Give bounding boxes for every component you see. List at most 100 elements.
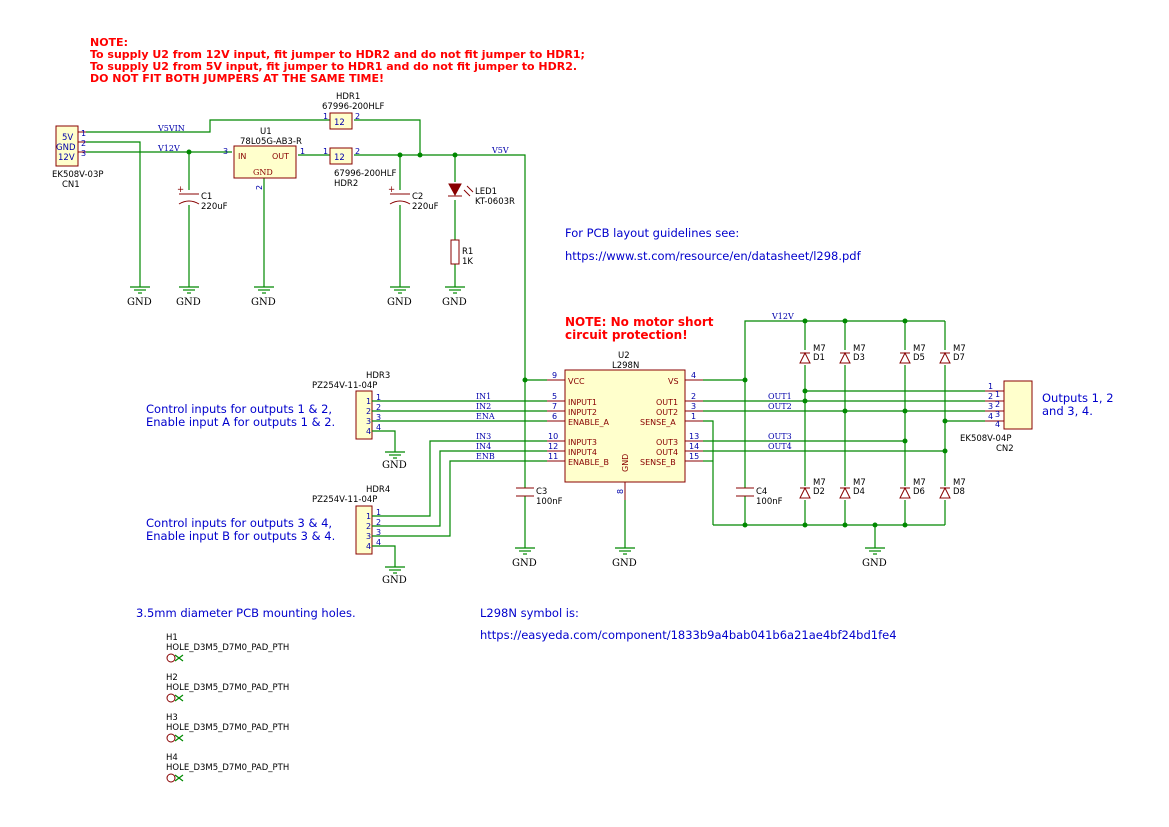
pin-number: 1 — [366, 397, 371, 406]
pin-number: 2 — [355, 112, 360, 121]
pin-number: 1 — [323, 112, 328, 121]
gnd-label: GND — [512, 558, 537, 569]
gnd-label: GND — [612, 558, 637, 569]
u2-pin-name: OUT1 — [656, 398, 678, 407]
hdr2-jumper: 12 1 2 67996-200HLF HDR2 — [323, 147, 396, 189]
cn1-connector: 5V GND 12V 1 2 3 EK508V-03P CN1 — [52, 125, 104, 190]
cn2-body — [1003, 380, 1033, 430]
diode-value: M7 — [813, 344, 826, 354]
pin-number: 7 — [552, 402, 557, 411]
outputs-comment: Outputs 1, 2 — [1042, 391, 1114, 405]
gnd-label: GND — [382, 460, 407, 471]
pin-number: 14 — [689, 442, 699, 451]
pin-number: 2 — [255, 185, 264, 190]
pin-number: 3 — [366, 532, 371, 541]
pin-number: 1 — [376, 393, 381, 402]
pin-number: 4 — [691, 371, 696, 380]
pin-number: 1 — [995, 390, 1000, 399]
hdr1-value: 67996-200HLF — [322, 102, 384, 112]
note-line: To supply U2 from 12V input, fit jumper … — [90, 48, 585, 61]
pin-number: 4 — [988, 412, 993, 421]
pin-number: 2 — [988, 392, 993, 401]
u2-pin-name: INPUT1 — [568, 398, 597, 407]
pin-number: 2 — [366, 522, 371, 531]
diode-ref: D5 — [913, 353, 925, 363]
gnd-label: GND — [251, 297, 276, 308]
cn2-value: EK508V-04P — [960, 434, 1012, 444]
pin-number: 1 — [988, 382, 993, 391]
c4-capacitor: C4 100nF — [736, 487, 783, 507]
diode-ref: D7 — [953, 353, 965, 363]
pin-number: 3 — [366, 417, 371, 426]
diode-value: M7 — [953, 344, 966, 354]
diode-ref: D6 — [913, 487, 925, 497]
u2-body — [564, 369, 686, 483]
diode-value: M7 — [853, 478, 866, 488]
diode-ref: D4 — [853, 487, 865, 497]
plus-sign: + — [388, 185, 395, 195]
net-label: V12V — [157, 144, 180, 153]
ctrl-a-comment: Control inputs for outputs 1 & 2, — [146, 402, 332, 416]
pin-number: 2 — [995, 400, 1000, 409]
net-label: ENA — [476, 412, 495, 421]
gnd-label: GND — [127, 297, 152, 308]
hole-value: HOLE_D3M5_D7M0_PAD_PTH — [166, 763, 289, 773]
u2-pin-name: INPUT2 — [568, 408, 597, 417]
hole-value: HOLE_D3M5_D7M0_PAD_PTH — [166, 683, 289, 693]
u1-regulator: IN OUT GND 3 1 2 U1 78L05G-AB3-R — [223, 127, 305, 190]
pin-number: 1 — [376, 508, 381, 517]
c1-ref: C1 — [201, 192, 212, 202]
wires-hdr3: GND — [372, 400, 547, 471]
r1-ref: R1 — [462, 247, 473, 257]
net-label: V5VIN — [157, 124, 185, 133]
hole-ref: H4 — [166, 753, 178, 763]
hdr1-body — [329, 112, 353, 130]
net-label: V12V — [771, 312, 794, 321]
hdr3-value: PZ254V-11-04P — [312, 381, 377, 391]
r1-value: 1K — [462, 257, 473, 267]
cn1-pin-label: 5V — [62, 133, 73, 143]
pin-number: 11 — [548, 452, 558, 461]
hole-ref: H2 — [166, 673, 178, 683]
diode-d6: M7 D6 — [899, 478, 926, 499]
r1-resistor: R1 1K — [450, 239, 473, 267]
hole-value: HOLE_D3M5_D7M0_PAD_PTH — [166, 723, 289, 733]
pcb-guide-url: https://www.st.com/resource/en/datasheet… — [565, 249, 862, 263]
wires-power — [86, 119, 547, 548]
ctrl-a-comment: Enable input A for outputs 1 & 2. — [146, 415, 335, 429]
motor-note: NOTE: No motor short circuit protection! — [565, 315, 714, 342]
pin-number: 4 — [366, 427, 371, 436]
u2-pin-name: OUT3 — [656, 438, 678, 447]
c3-value: 100nF — [536, 497, 563, 507]
pin-number: 4 — [366, 542, 371, 551]
cn1-pin-label: GND — [56, 143, 76, 153]
pin-number: 12 — [548, 442, 558, 451]
ctrl-b-comment: Enable input B for outputs 3 & 4. — [146, 529, 335, 543]
gnd-symbols: GND GND GND GND GND — [127, 286, 467, 308]
pin-number: 4 — [376, 423, 381, 432]
diode-ref: D2 — [813, 487, 825, 497]
gnd-label: GND — [176, 297, 201, 308]
note-line: NOTE: No motor short — [565, 315, 714, 329]
pin-number: 8 — [616, 489, 625, 494]
diode-d5: M7 D5 — [899, 344, 926, 364]
hdr4-value: PZ254V-11-04P — [312, 495, 377, 505]
hdr1-inner: 12 — [334, 118, 345, 128]
pin-number: 5 — [552, 392, 557, 401]
net-label: V5V — [491, 146, 509, 155]
diode-ref: D1 — [813, 353, 825, 363]
pin-number: 2 — [81, 139, 86, 148]
diode-value: M7 — [853, 344, 866, 354]
diode-ref: D3 — [853, 353, 865, 363]
diode-d2: M7 D2 — [799, 478, 826, 499]
pin-number: 4 — [995, 420, 1000, 429]
hdr3-header: HDR3 PZ254V-11-04P 1 2 3 4 1 2 3 4 — [312, 371, 390, 440]
pin-number: 2 — [376, 403, 381, 412]
c2-value: 220uF — [412, 202, 439, 212]
hdr1-jumper: 12 1 2 HDR1 67996-200HLF — [322, 92, 384, 130]
hole-ref: H3 — [166, 713, 178, 723]
diode-d7: M7 D7 — [939, 344, 966, 364]
pin-number: 3 — [988, 402, 993, 411]
note-line: To supply U2 from 5V input, fit jumper t… — [90, 60, 577, 73]
